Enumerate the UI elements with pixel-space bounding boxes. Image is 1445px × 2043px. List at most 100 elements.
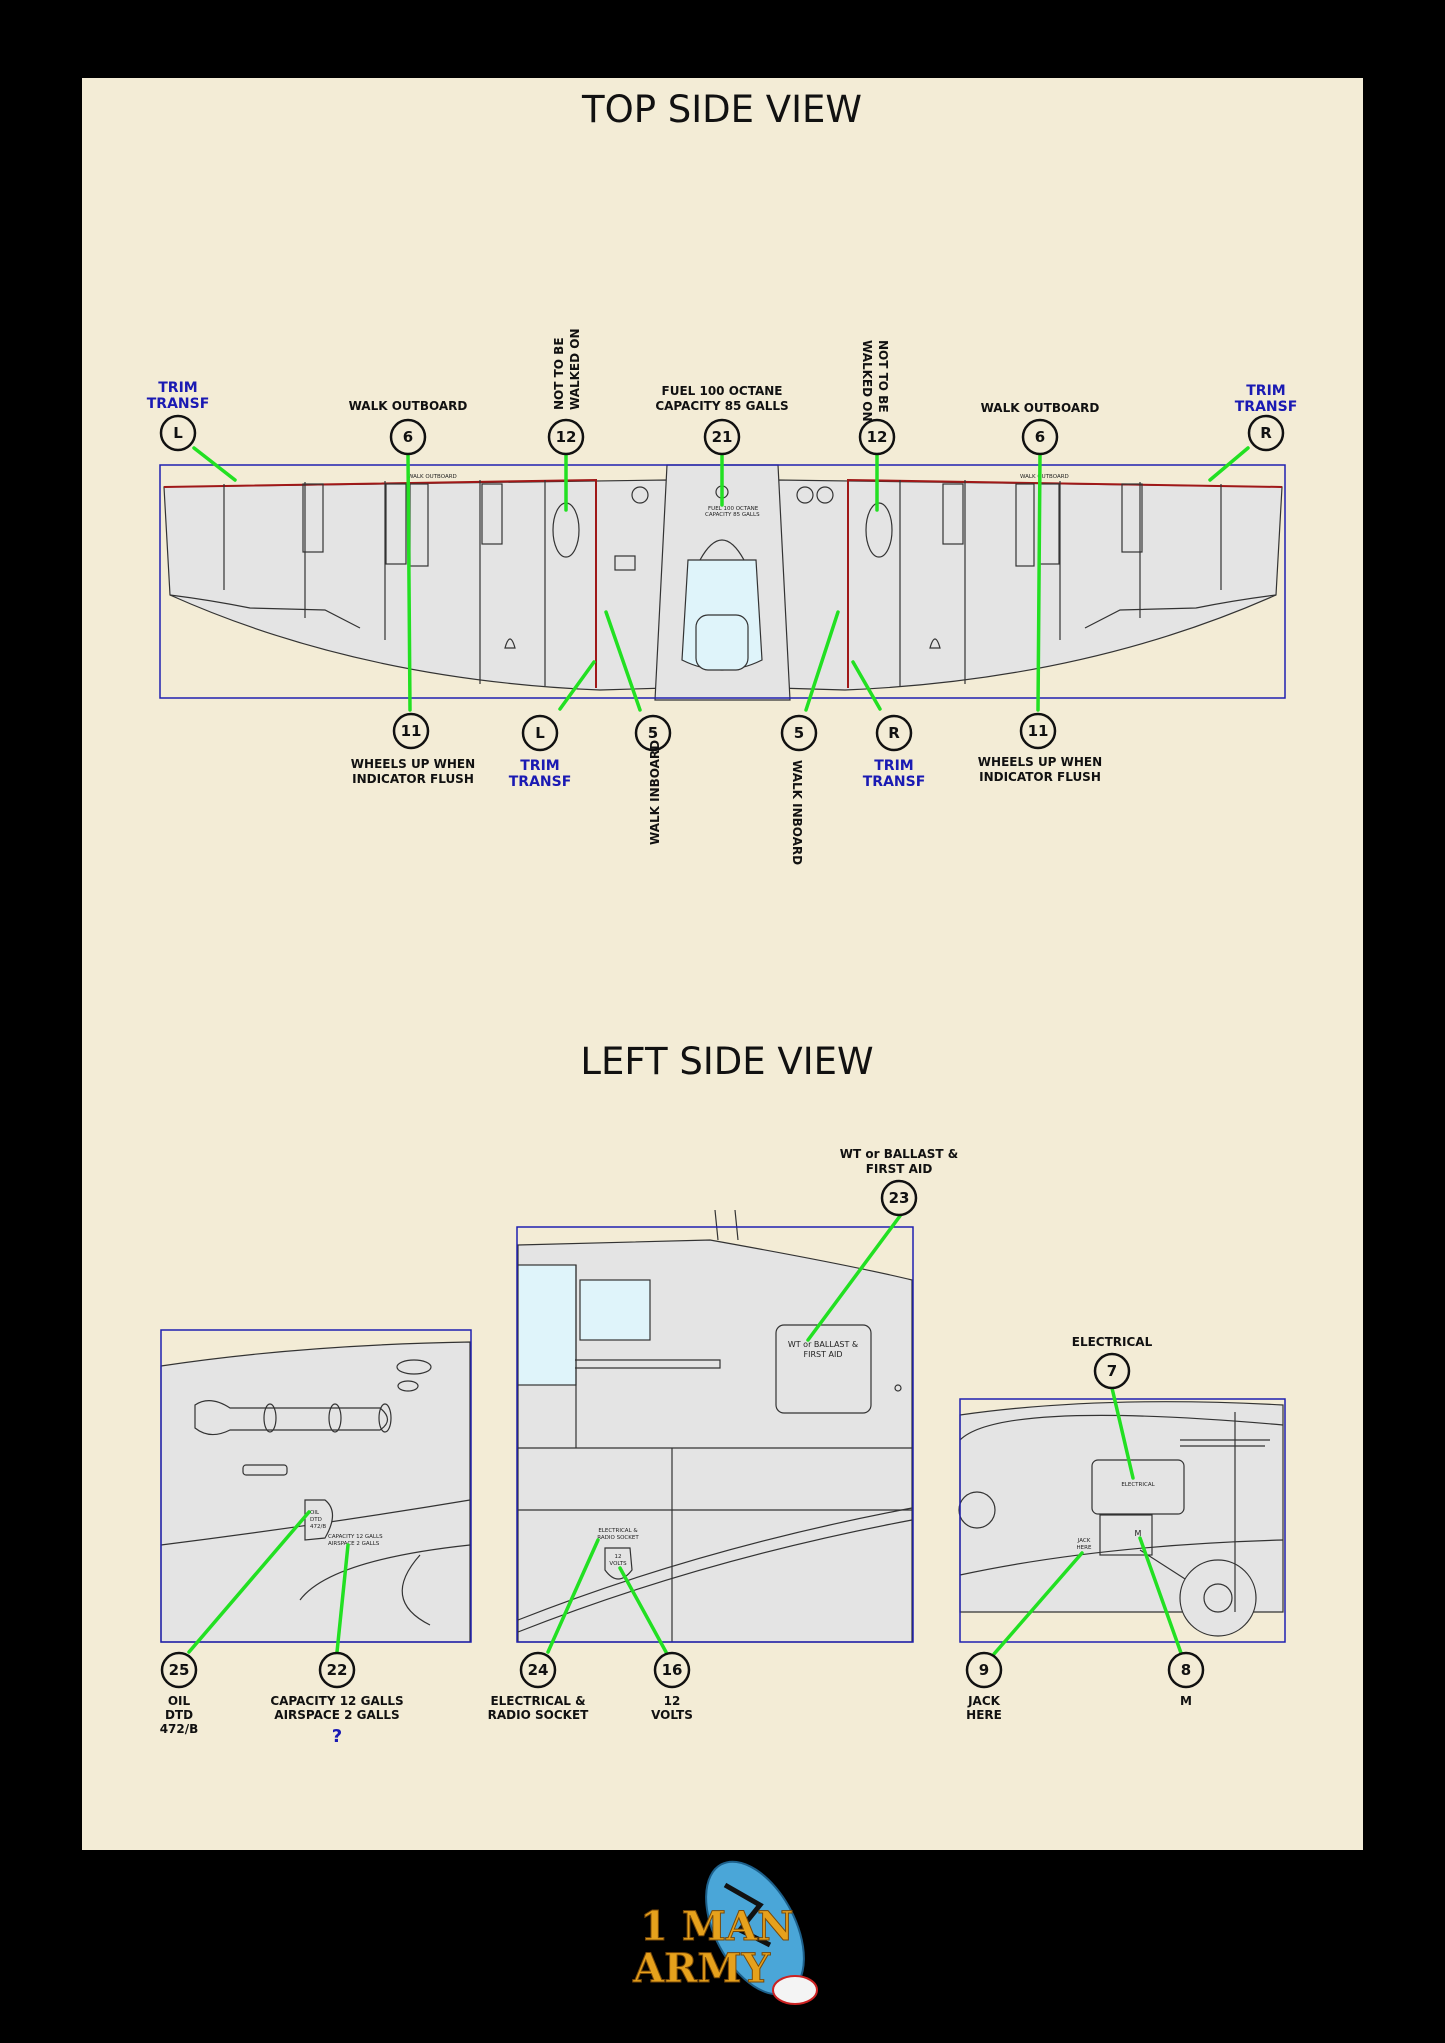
svg-text:WALK OUTBOARD: WALK OUTBOARD <box>1020 474 1069 480</box>
logo-line-1: 1 MAN <box>640 1903 794 1950</box>
callout-top-walk-out-r: WALK OUTBOARD 6 <box>981 401 1100 456</box>
logo-line-2: ARMY <box>632 1945 771 1992</box>
svg-text:FIRST AID: FIRST AID <box>803 1350 842 1359</box>
svg-text:25: 25 <box>169 1661 190 1679</box>
callout-top-not-walk-l: NOT TO BE WALKED ON 12 <box>547 328 585 456</box>
svg-text:TRIM: TRIM <box>520 758 559 774</box>
svg-text:R: R <box>1260 424 1272 442</box>
svg-text:16: 16 <box>662 1661 683 1679</box>
svg-text:VOLTS: VOLTS <box>609 1561 627 1567</box>
cowling-panel: OIL DTD 472/B CAPACITY 12 GALLS AIRSPACE… <box>160 1341 471 1643</box>
svg-text:8: 8 <box>1181 1661 1191 1679</box>
callout-top-not-walk-r: NOT TO BE WALKED ON 12 <box>858 340 896 456</box>
callout-bot-walk-in-l: 5 WALK INBOARD <box>634 714 672 845</box>
svg-text:HERE: HERE <box>966 1708 1002 1722</box>
svg-text:11: 11 <box>401 722 422 740</box>
svg-text:WHEELS UP WHEN: WHEELS UP WHEN <box>351 757 475 771</box>
svg-text:FUEL 100 OCTANE: FUEL 100 OCTANE <box>708 506 759 512</box>
cowling-frame <box>160 1329 472 1643</box>
svg-text:WALK OUTBOARD: WALK OUTBOARD <box>408 474 457 480</box>
svg-text:TRANSF: TRANSF <box>147 396 210 412</box>
svg-text:472/B: 472/B <box>160 1722 199 1736</box>
svg-text:WALK INBOARD: WALK INBOARD <box>790 760 804 865</box>
svg-text:12: 12 <box>615 1554 622 1560</box>
callout-bot-wheels-r: 11 WHEELS UP WHEN INDICATOR FLUSH <box>978 712 1102 784</box>
svg-text:TRANSF: TRANSF <box>1235 399 1298 415</box>
top-view-title: TOP SIDE VIEW <box>581 88 862 131</box>
top-view-leaders <box>192 446 1250 712</box>
callout-top-trim-l: TRIM TRANSF L <box>147 380 210 452</box>
svg-text:OIL: OIL <box>168 1694 191 1708</box>
svg-text:ELECTRICAL: ELECTRICAL <box>1072 1335 1153 1349</box>
svg-text:NOT TO BE: NOT TO BE <box>876 340 890 413</box>
undercarriage-panel: ELECTRICAL JACK HERE M <box>958 1401 1284 1637</box>
left-view-leaders <box>187 1214 1183 1656</box>
svg-text:22: 22 <box>327 1661 348 1679</box>
svg-text:FIRST AID: FIRST AID <box>866 1162 933 1176</box>
svg-text:TRANSF: TRANSF <box>509 774 572 790</box>
callout-electrical: ELECTRICAL 7 <box>1072 1335 1153 1390</box>
svg-text:5: 5 <box>648 724 658 742</box>
svg-text:12: 12 <box>867 428 888 446</box>
svg-text:ELECTRICAL: ELECTRICAL <box>1121 1482 1155 1488</box>
callout-capacity: 22 CAPACITY 12 GALLS AIRSPACE 2 GALLS ? <box>270 1651 404 1747</box>
svg-text:M: M <box>1180 1694 1192 1708</box>
svg-text:9: 9 <box>979 1661 989 1679</box>
callout-bot-trim-r: R TRIM TRANSF <box>863 714 926 790</box>
svg-text:DTD: DTD <box>165 1708 193 1722</box>
svg-text:L: L <box>535 724 545 742</box>
svg-text:CAPACITY 12 GALLS: CAPACITY 12 GALLS <box>328 1534 383 1540</box>
svg-text:CAPACITY 85 GALLS: CAPACITY 85 GALLS <box>705 512 760 518</box>
svg-text:ELECTRICAL &: ELECTRICAL & <box>490 1694 585 1708</box>
svg-text:24: 24 <box>528 1661 549 1679</box>
svg-text:TRIM: TRIM <box>158 380 197 396</box>
svg-text:AIRSPACE 2 GALLS: AIRSPACE 2 GALLS <box>274 1708 399 1722</box>
svg-text:WT or BALLAST &: WT or BALLAST & <box>788 1340 858 1349</box>
svg-text:M: M <box>1135 1529 1142 1538</box>
callout-m: 8 M <box>1167 1651 1205 1708</box>
top-wing-drawing: WALK OUTBOARD WALK OUTBOARD FUEL 100 OCT… <box>163 464 1283 701</box>
svg-text:L: L <box>173 424 183 442</box>
svg-text:OIL: OIL <box>310 1510 320 1516</box>
svg-text:WALK OUTBOARD: WALK OUTBOARD <box>349 399 468 413</box>
svg-text:RADIO SOCKET: RADIO SOCKET <box>488 1708 589 1722</box>
svg-text:TRIM: TRIM <box>1246 383 1285 399</box>
callout-wt-ballast: WT or BALLAST & FIRST AID 23 <box>840 1147 958 1217</box>
svg-text:12: 12 <box>664 1694 681 1708</box>
callout-oil: 25 OIL DTD 472/B <box>160 1651 199 1736</box>
svg-text:AIRSPACE 2 GALLS: AIRSPACE 2 GALLS <box>328 1541 380 1547</box>
svg-text:WHEELS UP WHEN: WHEELS UP WHEN <box>978 755 1102 769</box>
svg-text:23: 23 <box>889 1189 910 1207</box>
left-view-title: LEFT SIDE VIEW <box>580 1040 873 1083</box>
svg-text:7: 7 <box>1107 1362 1117 1380</box>
svg-text:CAPACITY 12 GALLS: CAPACITY 12 GALLS <box>270 1694 403 1708</box>
one-man-army-logo: 1 MAN ARMY <box>632 1860 818 2005</box>
svg-text:NOT TO BE: NOT TO BE <box>552 337 566 410</box>
callout-top-trim-r: TRIM TRANSF R <box>1235 383 1298 452</box>
svg-text:TRIM: TRIM <box>874 758 913 774</box>
svg-text:5: 5 <box>794 724 804 742</box>
svg-text:472/B: 472/B <box>310 1524 326 1530</box>
svg-text:JACK: JACK <box>967 1694 1001 1708</box>
svg-text:VOLTS: VOLTS <box>651 1708 693 1722</box>
callout-elec-radio: 24 ELECTRICAL & RADIO SOCKET <box>488 1651 589 1722</box>
callout-top-walk-out-l: WALK OUTBOARD 6 <box>349 399 468 456</box>
svg-text:11: 11 <box>1028 722 1049 740</box>
callout-volts: 16 12 VOLTS <box>651 1651 693 1722</box>
svg-text:R: R <box>888 724 900 742</box>
callout-top-fuel: FUEL 100 OCTANE CAPACITY 85 GALLS 21 <box>655 384 789 456</box>
svg-text:INDICATOR FLUSH: INDICATOR FLUSH <box>979 770 1101 784</box>
svg-text:RADIO SOCKET: RADIO SOCKET <box>597 1535 639 1541</box>
svg-text:21: 21 <box>712 428 733 446</box>
svg-text:JACK: JACK <box>1077 1538 1091 1544</box>
svg-text:WALKED ON: WALKED ON <box>860 340 874 422</box>
fuselage-frame <box>516 1226 914 1643</box>
svg-text:WALK INBOARD: WALK INBOARD <box>648 740 662 845</box>
callout-jack: 9 JACK HERE <box>965 1651 1003 1722</box>
svg-text:WALK OUTBOARD: WALK OUTBOARD <box>981 401 1100 415</box>
svg-text:6: 6 <box>1035 428 1045 446</box>
svg-text:ELECTRICAL &: ELECTRICAL & <box>598 1528 638 1534</box>
svg-text:TRANSF: TRANSF <box>863 774 926 790</box>
svg-text:CAPACITY 85 GALLS: CAPACITY 85 GALLS <box>655 399 788 413</box>
